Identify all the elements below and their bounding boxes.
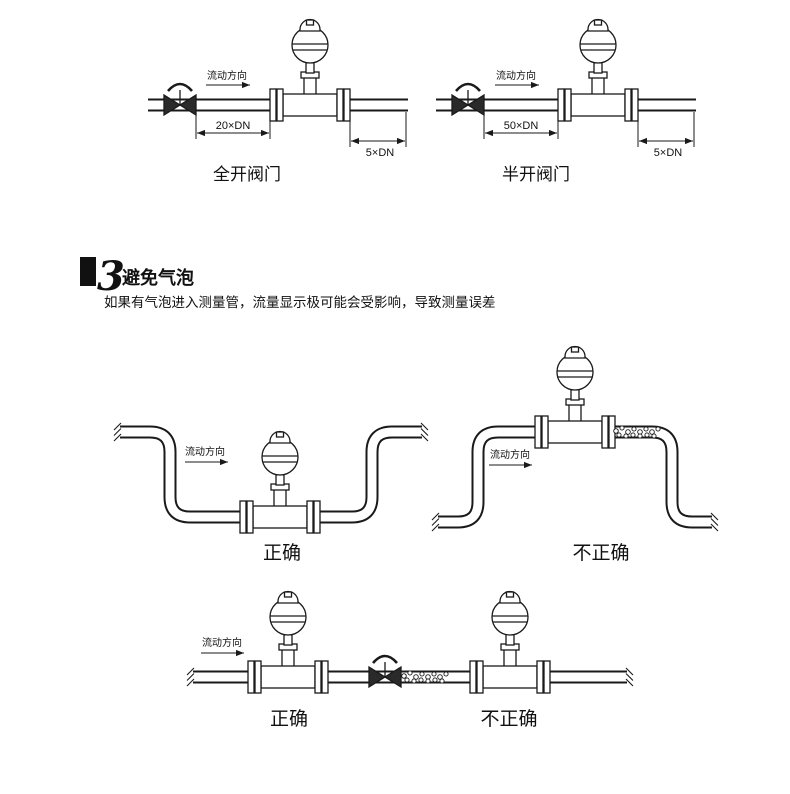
flow-meter-icon: [247, 590, 329, 694]
diagram-straight-run-open-valve: 20×DN 5×DN 流动方向 全开阀门: [148, 18, 408, 184]
pipe-break-mark: [625, 667, 634, 687]
section-title: 避免气泡: [122, 267, 194, 288]
flow-meter-icon: [269, 18, 351, 122]
flow-direction-label: 流动方向: [496, 69, 536, 82]
flow-direction-label: 流动方向: [490, 448, 530, 461]
flow-meter-icon: [534, 345, 616, 449]
caption-correct: 正确: [263, 542, 301, 564]
dimension-downstream: [637, 112, 695, 147]
dim-upstream-label: 50×DN: [504, 120, 539, 132]
section-heading: 3 避免气泡 如果有气泡进入测量管，流量显示极可能会受影响，导致测量误差: [80, 253, 496, 310]
diagram-straight-run-half-open-valve: 50×DN 5×DN 流动方向 半开阀门: [436, 18, 696, 184]
diagram-valve-position: 流动方向 正确 不正确: [186, 590, 634, 730]
caption-incorrect: 不正确: [572, 542, 629, 564]
dim-downstream-label: 5×DN: [366, 147, 394, 159]
pipe-break-mark: [186, 667, 195, 687]
pipe-break-mark: [113, 422, 122, 442]
caption-correct: 正确: [270, 708, 308, 730]
dimension-upstream: [195, 112, 271, 139]
dimension-upstream: [483, 112, 559, 139]
caption-incorrect: 不正确: [480, 708, 537, 730]
section-number: 3: [97, 253, 125, 300]
flow-direction-label: 流动方向: [202, 636, 242, 649]
flow-direction-label: 流动方向: [185, 445, 225, 458]
pipe-break-mark: [710, 512, 719, 532]
flow-meter-icon: [557, 18, 639, 122]
diagram-low-point-correct: 流动方向 正确: [113, 422, 429, 564]
flow-direction-label: 流动方向: [207, 69, 247, 82]
pipe-break-mark: [420, 422, 429, 442]
dimension-downstream: [349, 112, 407, 147]
flow-meter-icon: [239, 430, 321, 534]
pipe-break-mark: [431, 512, 440, 532]
caption-half-open-valve: 半开阀门: [502, 165, 570, 184]
dim-downstream-label: 5×DN: [654, 147, 682, 159]
section-body-text: 如果有气泡进入测量管，流量显示极可能会受影响，导致测量误差: [104, 295, 496, 310]
caption-open-valve: 全开阀门: [213, 165, 281, 184]
dim-upstream-label: 20×DN: [216, 120, 251, 132]
diagram-high-point-incorrect: 流动方向 不正确: [431, 345, 719, 564]
section-marker-bar: [80, 257, 96, 286]
flow-meter-icon: [469, 590, 551, 694]
